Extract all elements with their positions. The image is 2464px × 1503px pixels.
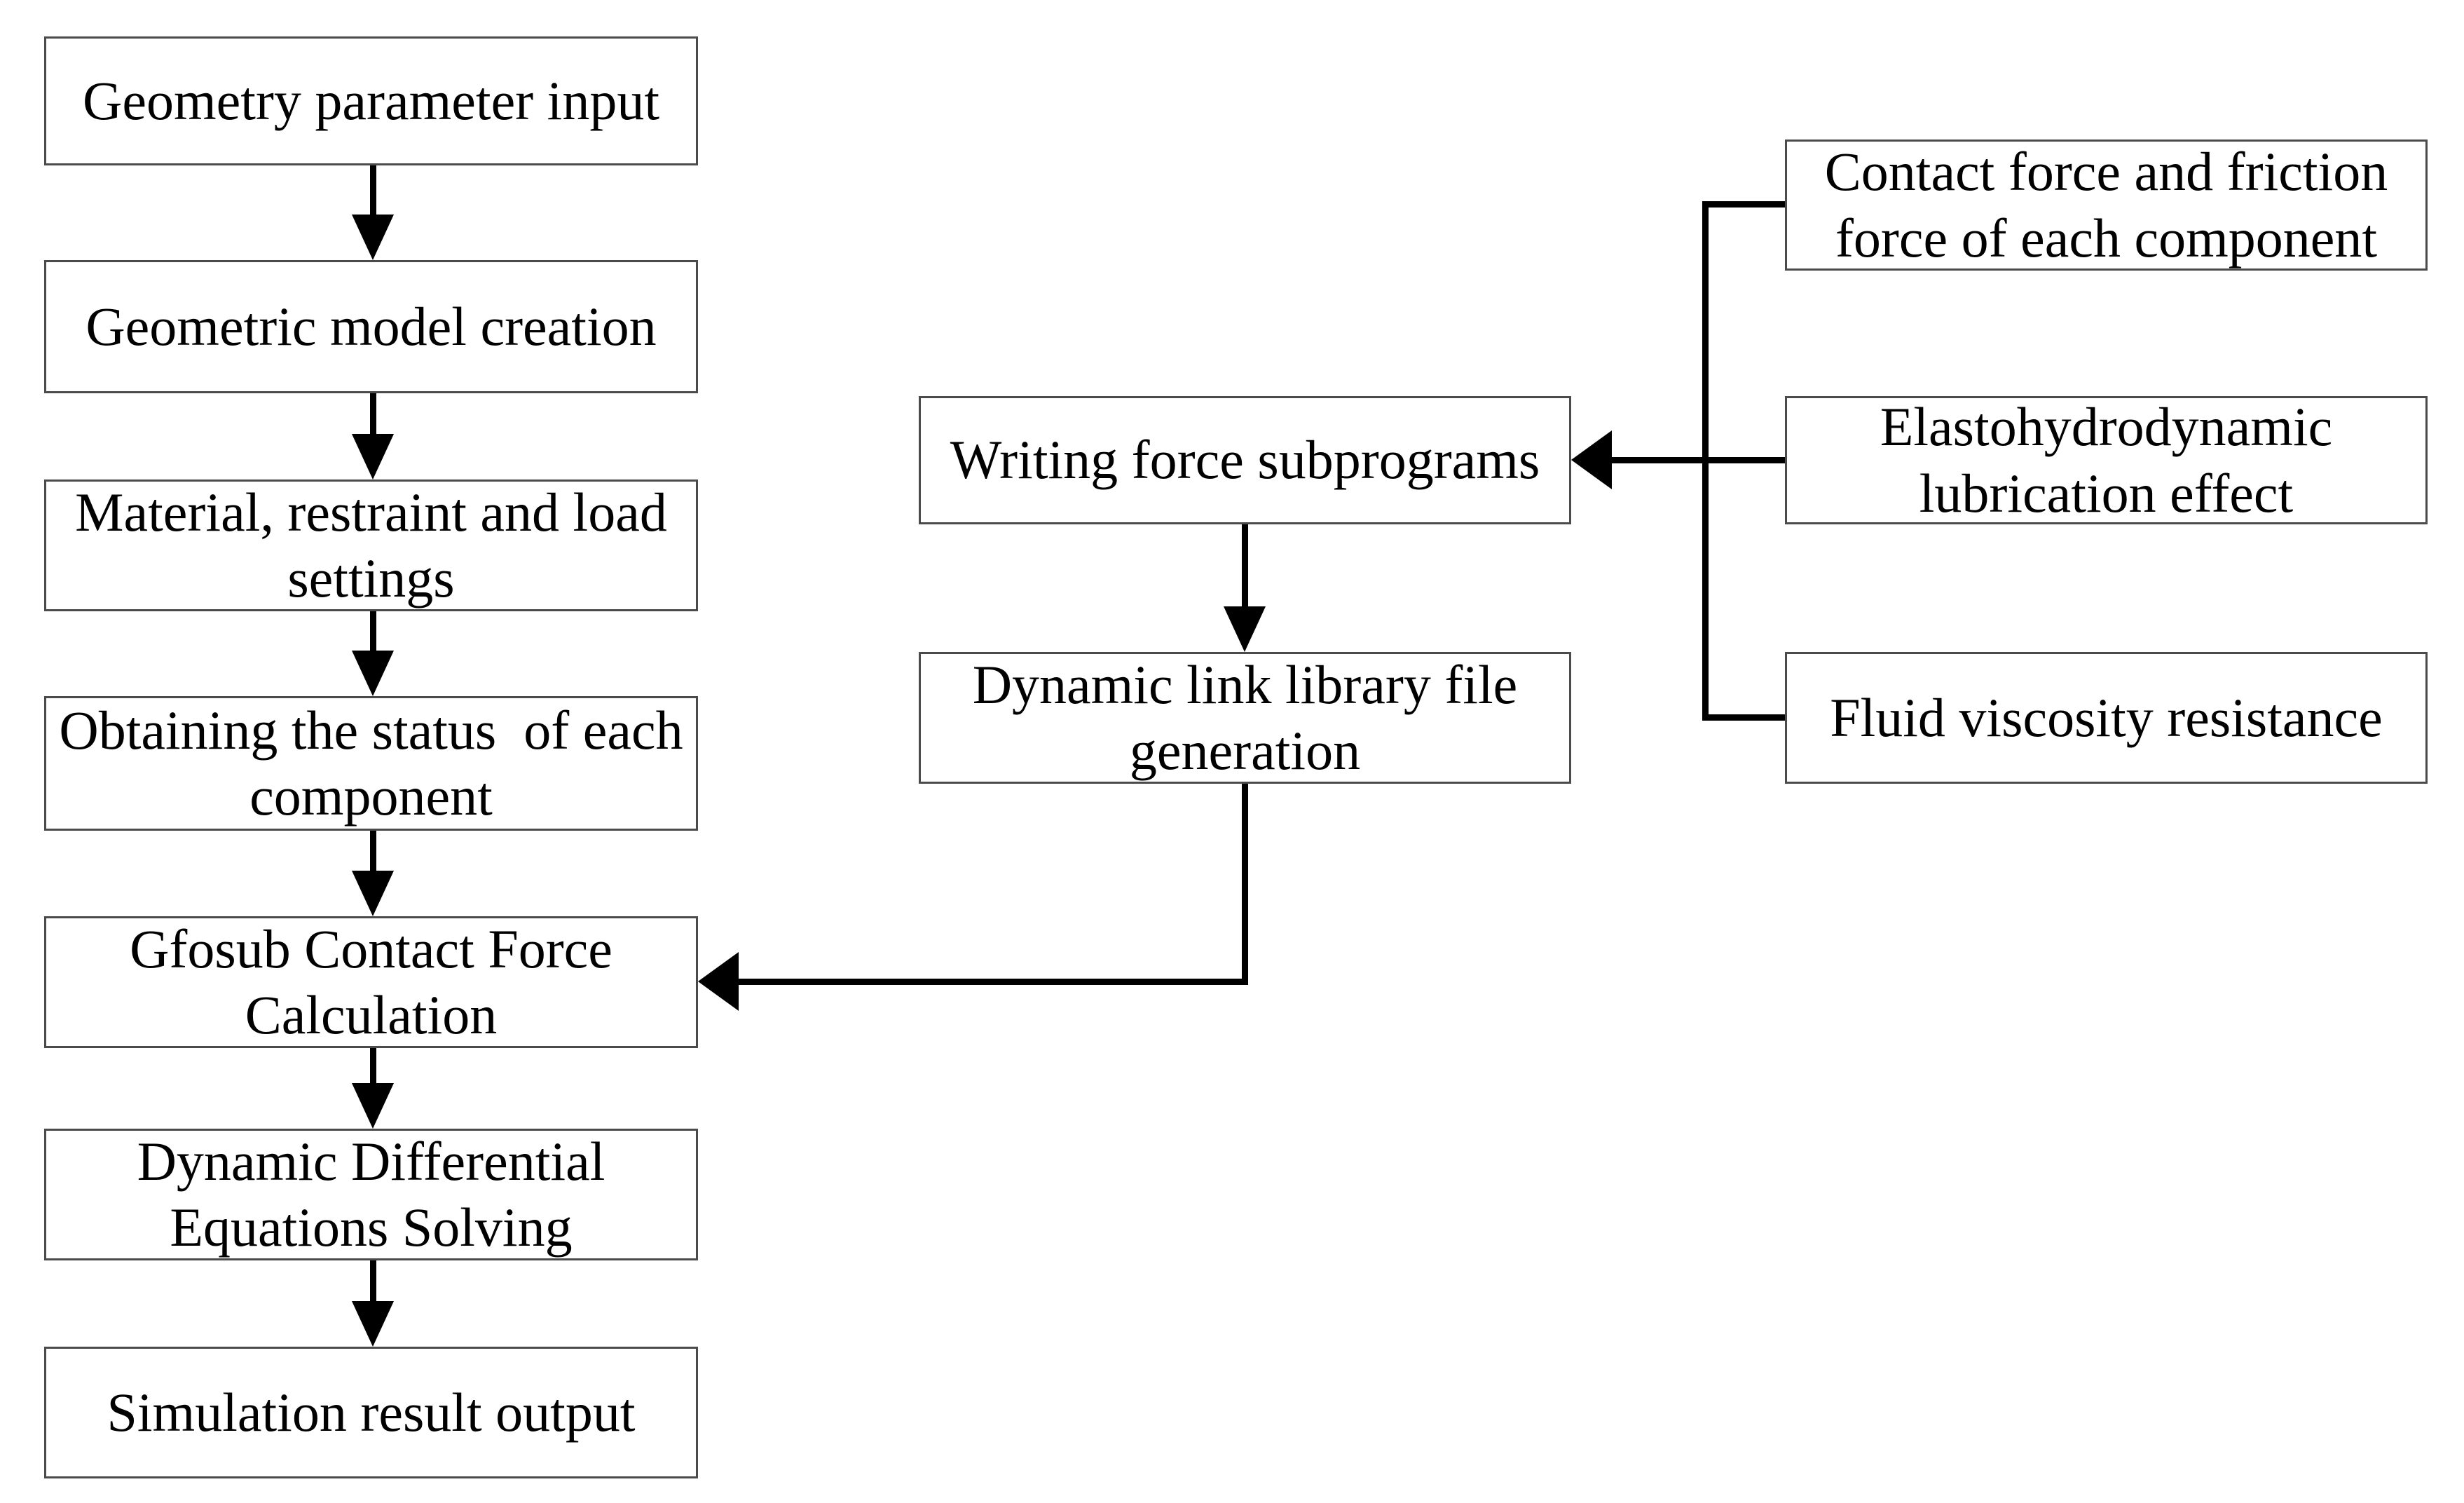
arrow-material-to-status-head <box>352 651 394 696</box>
arrow-dll-to-gfosub-vline <box>1242 784 1248 985</box>
arrow-forces-to-subprograms-line <box>1608 457 1785 463</box>
arrow-equations-to-output-head <box>352 1301 394 1347</box>
arrow-geometry-to-model-head <box>352 215 394 260</box>
arrow-dll-to-gfosub-hline <box>739 979 1248 985</box>
node-elastohydrodynamic-lubrication-effect: Elastohydrodynamic lubrication effect <box>1785 396 2428 524</box>
node-dynamic-link-library-file-generation: Dynamic link library file generation <box>919 652 1571 784</box>
arrow-gfosub-to-equations-head <box>352 1083 394 1129</box>
arrow-geometry-to-model-line <box>370 165 376 218</box>
node-material-restraint-load-settings: Material, restraint and load settings <box>44 480 698 611</box>
arrow-subprograms-to-dll-line <box>1242 524 1248 606</box>
node-fluid-viscosity-resistance: Fluid viscosity resistance <box>1785 652 2428 784</box>
node-obtaining-status-of-each-component: Obtaining the status of each component <box>44 696 698 831</box>
arrow-gfosub-to-equations-line <box>370 1048 376 1083</box>
arrow-material-to-status-line <box>370 611 376 651</box>
node-simulation-result-output: Simulation result output <box>44 1347 698 1478</box>
node-geometric-model-creation: Geometric model creation <box>44 260 698 393</box>
node-geometry-parameter-input: Geometry parameter input <box>44 36 698 165</box>
node-writing-force-subprograms: Writing force subprograms <box>919 396 1571 524</box>
node-gfosub-contact-force-calculation: Gfosub Contact Force Calculation <box>44 916 698 1048</box>
node-contact-and-friction-force: Contact force and friction force of each… <box>1785 140 2428 271</box>
connector-contact-force-stub <box>1702 201 1785 208</box>
arrow-status-to-gfosub-head <box>352 871 394 916</box>
arrow-model-to-material-head <box>352 434 394 480</box>
arrow-equations-to-output-line <box>370 1260 376 1301</box>
connector-fluid-viscosity-stub <box>1702 714 1785 721</box>
arrow-dll-to-gfosub-head <box>698 952 739 1011</box>
node-dynamic-differential-equations-solving: Dynamic Differential Equations Solving <box>44 1129 698 1260</box>
arrow-forces-to-subprograms-head <box>1571 430 1612 489</box>
arrow-model-to-material-line <box>370 393 376 434</box>
arrow-subprograms-to-dll-head <box>1224 606 1266 652</box>
arrow-status-to-gfosub-line <box>370 831 376 871</box>
